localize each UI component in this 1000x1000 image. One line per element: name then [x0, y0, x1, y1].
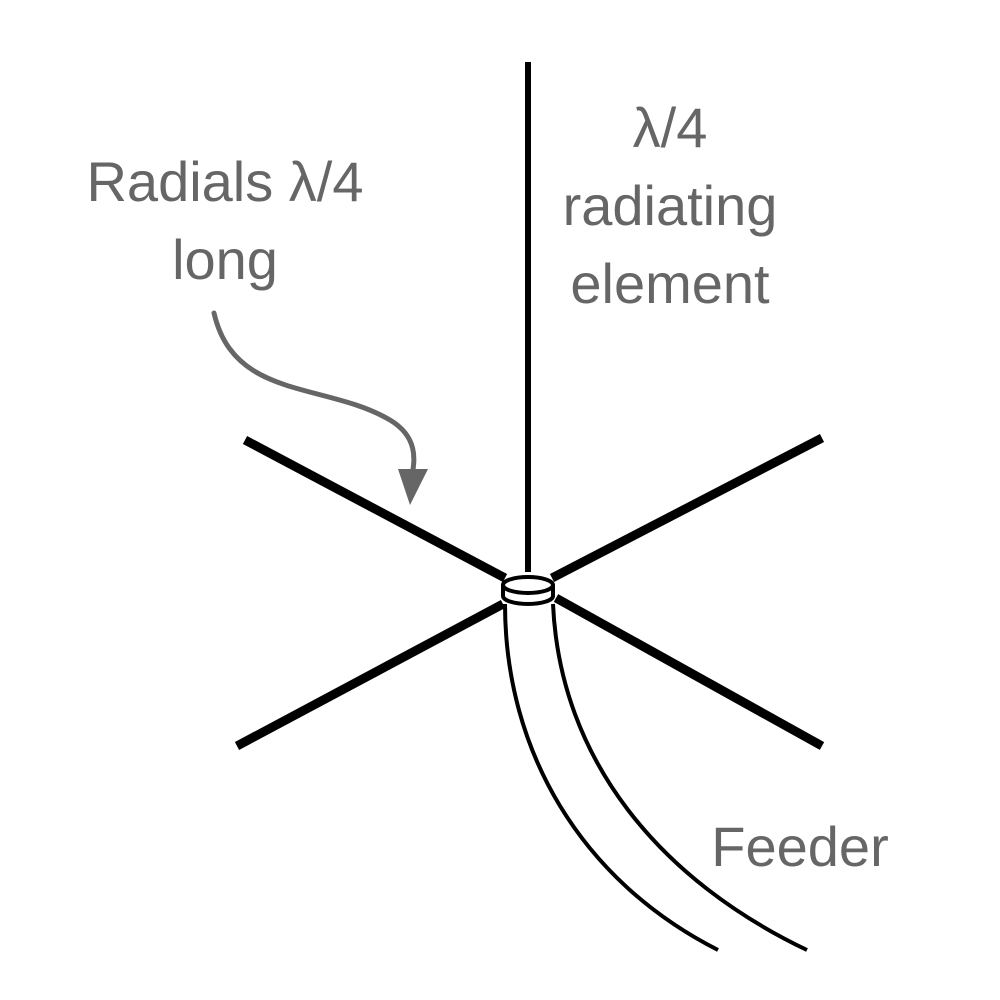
arrow-head-icon [398, 469, 428, 505]
radial-lower-right [553, 594, 825, 750]
feeder-label: Feeder [711, 815, 889, 878]
radials-annotation-arrow [211, 310, 417, 479]
radial-upper-right [549, 434, 825, 582]
radiating-element-label: λ/4 radiating element [520, 89, 820, 323]
radials-label: Radials λ/4 long [40, 143, 410, 299]
radiating-element-label-line2: radiating [562, 174, 778, 237]
feeder-cable-right [551, 603, 808, 952]
feed-point [501, 575, 555, 606]
radials-label-line2: long [172, 228, 278, 291]
radials-label-line1: Radials λ/4 [86, 150, 364, 213]
radial-upper-left [242, 436, 508, 582]
radiating-element-label-line1: λ/4 [632, 96, 708, 159]
radial-lower-left [234, 600, 506, 750]
radiating-element-label-line3: element [570, 252, 770, 315]
feeder-cable-left [503, 603, 719, 952]
